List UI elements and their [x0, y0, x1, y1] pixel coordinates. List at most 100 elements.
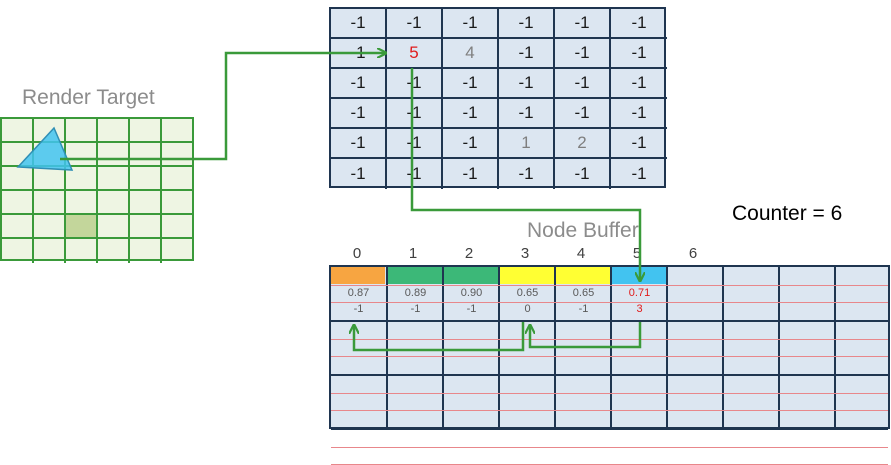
render-target-pixel: [34, 215, 66, 239]
render-target-pixel: [66, 167, 98, 191]
head-pointer-cell: -1: [555, 39, 611, 69]
head-pointer-cell: -1: [331, 9, 387, 39]
render-target-pixel: [98, 143, 130, 167]
node-color-swatch: [500, 267, 554, 284]
node-buffer-column-divider: [666, 267, 668, 427]
head-pointer-cell: -1: [499, 9, 555, 39]
head-pointer-cell: -1: [387, 9, 443, 39]
render-target-pixel: [2, 215, 34, 239]
triangle-primitive: [16, 126, 74, 171]
node-next-pointer: -1: [578, 303, 589, 315]
head-pointer-cell: 2: [555, 129, 611, 159]
node-next-pointer: -1: [410, 303, 421, 315]
render-target-pixel: [34, 191, 66, 215]
node-buffer-field-line: [331, 285, 888, 286]
head-pointer-cell: -1: [331, 99, 387, 129]
render-target-pixel: [66, 239, 98, 263]
head-pointer-cell: -1: [611, 129, 667, 159]
node-next-pointer: 0: [524, 303, 531, 315]
render-target-pixel: [2, 191, 34, 215]
node-depth-value: 0.89: [404, 287, 427, 299]
render-target-pixel: [162, 119, 194, 143]
head-pointer-cell: -1: [499, 99, 555, 129]
node-buffer-row-divider: [331, 428, 888, 430]
render-target-pixel: [34, 167, 66, 191]
arrow-head-to-node: [410, 68, 640, 280]
render-target-pixel: [66, 191, 98, 215]
arrow-node5-to-node3: [530, 322, 642, 349]
head-pointer-cell: -1: [331, 69, 387, 99]
node-index-label: 4: [576, 245, 586, 262]
render-target-pixel: [2, 119, 34, 143]
head-pointer-cell: -1: [631, 164, 647, 183]
head-pointer-cell: -1: [387, 99, 443, 129]
node-depth-value: 0.65: [516, 287, 539, 299]
head-pointer-cell: -1: [387, 129, 443, 159]
node-color-swatch: [556, 267, 610, 284]
arrow-node3-to-node0: [354, 322, 525, 352]
node-buffer-field-line: [331, 302, 888, 303]
node-next-pointer: -1: [353, 303, 364, 315]
head-pointer-cell: -1: [611, 99, 667, 129]
render-target-pixel: [34, 239, 66, 263]
head-pointer-cell: -1: [499, 39, 555, 69]
head-pointer-cell: -1: [443, 9, 499, 39]
render-target-pixel: [66, 215, 98, 239]
node-buffer-column-divider: [722, 267, 724, 427]
render-target-pixel: [130, 119, 162, 143]
render-target-pixel: [130, 167, 162, 191]
node-color-swatch: [331, 267, 385, 284]
head-pointer-cell: 5: [387, 39, 443, 69]
render-target-pixel: [98, 191, 130, 215]
head-pointer-cell: -1: [443, 99, 499, 129]
head-pointer-cell: -1: [555, 9, 611, 39]
head-pointer-cell: -1: [611, 9, 667, 39]
head-pointer-cell: -1: [555, 159, 611, 189]
node-depth-value: 0.71: [628, 287, 651, 299]
node-buffer-row-divider: [331, 374, 888, 376]
render-target-pixel: [130, 191, 162, 215]
render-target-pixel: [2, 239, 34, 263]
head-pointer-cell: -1: [555, 99, 611, 129]
node-depth-value: 0.87: [347, 287, 370, 299]
head-pointer-cell: -1: [443, 129, 499, 159]
head-pointer-cell: -1: [499, 159, 555, 189]
node-index-label: 3: [520, 245, 530, 262]
render-target-grid: [0, 117, 194, 263]
render-target-pixel: [130, 239, 162, 263]
node-index-label: 2: [464, 245, 474, 262]
node-buffer-column-divider: [778, 267, 780, 427]
render-target-pixel: [98, 167, 130, 191]
render-target-pixel: [98, 119, 130, 143]
node-index-label: 0: [352, 245, 362, 262]
diagram-canvas: Render Target Node Buffer Counter = 6 -1…: [0, 7, 890, 465]
node-depth-value: 0.90: [460, 287, 483, 299]
node-buffer-column-divider: [442, 267, 444, 427]
node-buffer-field-line: [331, 356, 888, 357]
head-pointer-cell: -1: [331, 159, 387, 189]
head-pointer-cell: -1: [387, 159, 443, 189]
node-buffer-field-line: [331, 393, 888, 394]
render-target-pixel: [130, 215, 162, 239]
node-buffer-column-divider: [498, 267, 500, 427]
head-pointer-cell: -1: [611, 69, 667, 99]
node-color-swatch: [444, 267, 498, 284]
node-next-pointer: 3: [636, 303, 643, 315]
render-target-pixel: [98, 215, 130, 239]
node-buffer-column-divider: [386, 267, 388, 427]
head-pointer-cell: -1: [443, 69, 499, 99]
node-buffer-field-line: [331, 339, 888, 340]
head-pointer-cell: -1: [611, 39, 667, 69]
node-buffer-row-divider: [331, 320, 888, 322]
node-buffer-field-line: [331, 447, 888, 448]
node-index-label: 1: [408, 245, 418, 262]
render-target-pixel: [162, 191, 194, 215]
render-target-pixel: [162, 143, 194, 167]
render-target-label: Render Target: [22, 86, 155, 109]
node-buffer-column-divider: [834, 267, 836, 427]
head-pointer-cell: -1: [555, 69, 611, 99]
head-pointer-cell: -1: [499, 69, 555, 99]
render-target-pixel: [66, 143, 98, 167]
render-target-pixel: [66, 119, 98, 143]
